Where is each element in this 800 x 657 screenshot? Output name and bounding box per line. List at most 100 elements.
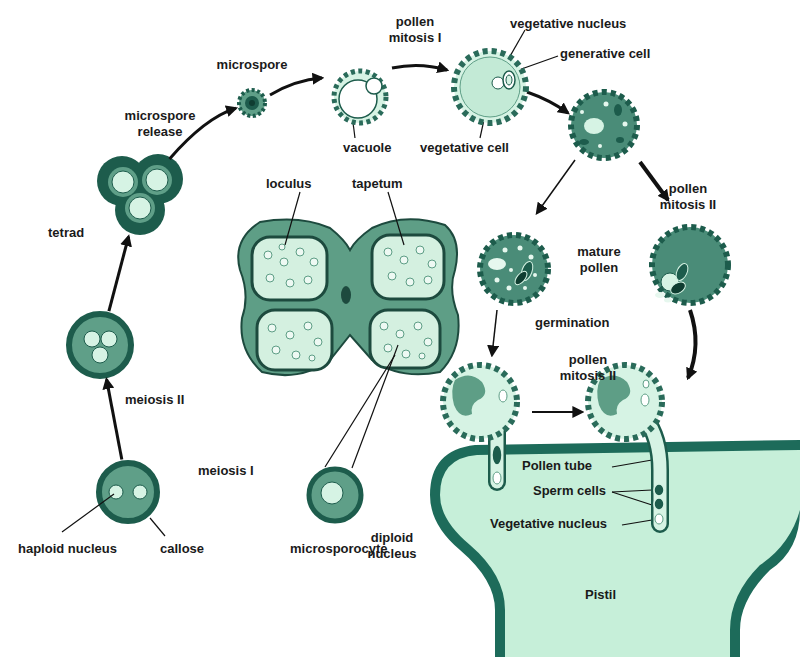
meiosis-two-cell-outline-part: [69, 314, 131, 376]
meiosis-two-cell: meiosis II: [65, 310, 135, 380]
pollen-tube-growth-part: [655, 514, 663, 524]
part-label: vegetative nucleus: [510, 16, 626, 32]
meiosis-two-cell-outline-part: [84, 331, 100, 347]
germinating-pollen-part: [488, 420, 506, 482]
anther-section-part-part: [286, 331, 294, 339]
bicellular-pollen-part: [579, 139, 589, 145]
mature-pollen-grain-outline-part: [523, 286, 527, 290]
pistil-shape-outline-part: [430, 440, 800, 657]
part-label: generative cell: [560, 46, 650, 62]
anther-section-part-part: [384, 344, 392, 352]
pollen-tube-growth-part: [645, 418, 660, 524]
microsporocyte-cell-outline-part: [309, 469, 361, 521]
vacuole-stage: [334, 71, 386, 123]
leader-line-part: [480, 106, 487, 138]
anther-section-part-part: [304, 276, 312, 284]
anther-section-part-part: [266, 274, 274, 282]
anther-section-part-part: [309, 355, 315, 361]
part-label: diploid nucleus: [358, 530, 426, 562]
microsporocyte-cell-outline-part: [321, 482, 343, 504]
germinating-pollen: [443, 365, 517, 484]
stage-arrow: [109, 237, 129, 312]
anther-section-part: [257, 310, 332, 370]
anther-section-part-part: [402, 350, 410, 358]
node-text: meiosis II: [125, 392, 184, 408]
bicellular-pollen-part: [616, 137, 624, 143]
tetrad-cell-outline: [95, 148, 185, 238]
leader-line-part: [612, 490, 652, 492]
leader-line-part: [62, 494, 114, 532]
meiosis-one-cell-outline: [95, 459, 161, 525]
germinating-pollen-part: [491, 420, 504, 482]
stage-arrow-part: [640, 162, 668, 200]
leader-line-part: [352, 115, 355, 138]
stage-arrow-part: [527, 92, 568, 113]
leader-line: [62, 30, 652, 536]
meiosis-one-cell: meiosis I: [95, 459, 161, 525]
leader-line-part: [513, 56, 558, 72]
mature-pollen-grain-outline-part: [480, 235, 548, 303]
vacuole-stage-part: [334, 71, 386, 123]
process-label: pollen mitosis II: [552, 352, 624, 384]
edge-label: microspore release: [118, 108, 202, 140]
leader-line-part: [612, 492, 652, 505]
pollen-mitosis-one-stage-part: [506, 75, 512, 85]
microspore-cell-outline-part: [249, 100, 255, 106]
germinating-pollen-part: [499, 390, 507, 402]
tetrad-cell-outline-part: [146, 169, 168, 191]
microspore-cell-outline-part: [239, 90, 265, 116]
leader-line-part: [285, 192, 300, 245]
bicellular-pollen-part: [571, 92, 637, 158]
leader-line-part: [612, 460, 652, 467]
part-label: tapetum: [352, 176, 403, 192]
anther-section-part-part: [272, 346, 280, 354]
anther-section-part: [370, 310, 440, 368]
mature-pollen-grain-outline: [475, 230, 553, 308]
bicellular-pollen-part: [584, 118, 604, 134]
leader-line-part: [622, 520, 652, 525]
anther-section-part-part: [414, 322, 422, 330]
leader-line-part: [388, 192, 404, 245]
pollen-tube-growth-part: [643, 380, 649, 388]
pollen-mitosis-two-stage-part: [661, 273, 679, 291]
meiosis-one-cell-outline-part: [109, 485, 123, 499]
pistil-shape-outline: [430, 440, 800, 657]
anther-section-part-part: [419, 353, 425, 359]
part-label: vacuole: [343, 140, 391, 156]
mature-pollen-grain-outline-part: [533, 273, 537, 277]
pollen-mitosis-one-stage: [454, 51, 526, 123]
microspore-cell: microspore: [235, 86, 269, 120]
anther-section-part-part: [279, 244, 285, 250]
part-label: loculus: [266, 176, 312, 192]
meiosis-two-cell-outline-part: [101, 331, 117, 347]
microsporocyte-cell-outline: [305, 465, 365, 525]
anther-section-part-part: [384, 248, 392, 256]
microspore-cell-outline-part: [245, 96, 259, 110]
anther-section-part-part: [310, 258, 318, 266]
process-label: germination: [535, 315, 609, 331]
pollen-mitosis-one-stage-part: [460, 57, 520, 117]
bicellular-pollen-part: [604, 102, 609, 107]
pollen-tube-growth-part: [641, 394, 649, 406]
bicellular-pollen-part: [623, 122, 628, 127]
pollen-mitosis-two-stage: [652, 227, 728, 303]
leader-line-part: [352, 345, 398, 468]
leader-line-part: [325, 355, 395, 467]
germinating-pollen-part: [493, 472, 501, 484]
anther-section-part-part: [406, 278, 414, 286]
anther-section-part-part: [280, 258, 288, 266]
bicellular-pollen-part: [580, 110, 584, 114]
part-label: Sperm cells: [533, 483, 606, 499]
part-label: haploid nucleus: [18, 541, 117, 557]
anther-section-part-part: [388, 272, 396, 280]
node-text: mature pollen: [567, 244, 631, 276]
anther-section-part-part: [264, 251, 272, 259]
leader-line-part: [150, 518, 165, 536]
anther-section-part: [341, 286, 351, 304]
mature-pollen-grain-outline-part: [518, 246, 523, 251]
anther-section-part-part: [292, 351, 300, 359]
part-label: Vegetative nucleus: [490, 516, 607, 532]
stage-arrow-part: [392, 65, 447, 70]
pollen-mitosis-one-stage-part: [503, 71, 515, 89]
